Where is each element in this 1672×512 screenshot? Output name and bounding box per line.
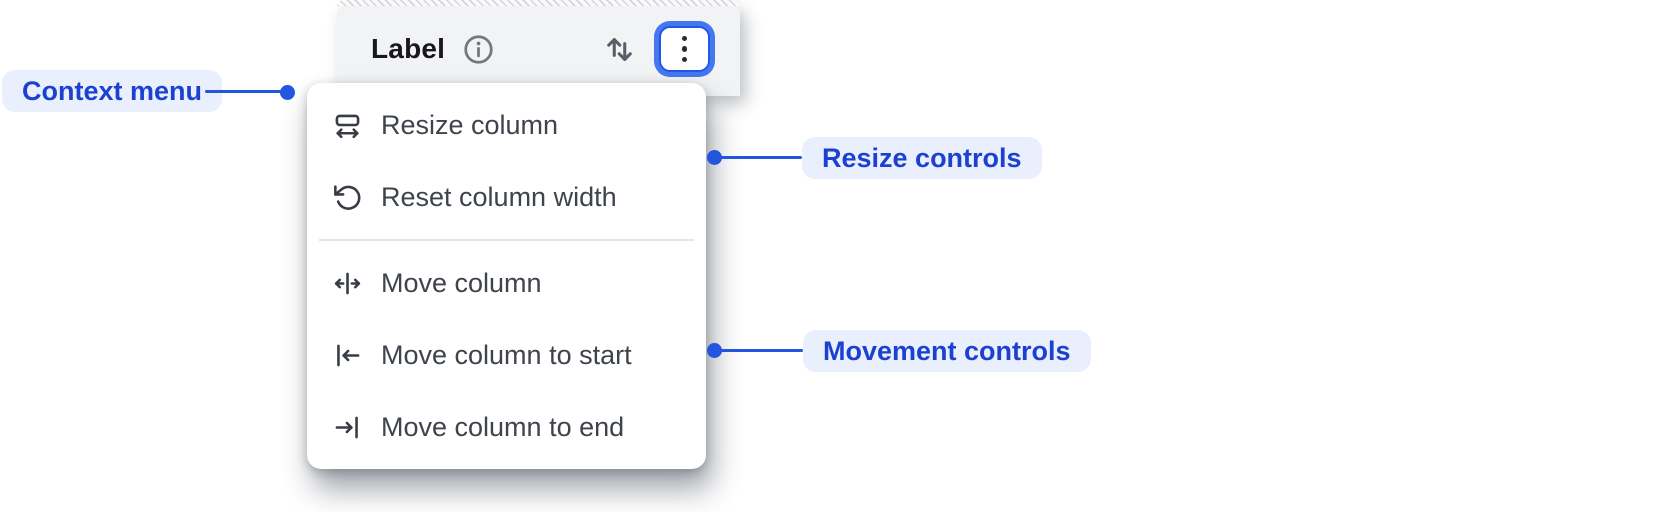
callout-line	[716, 156, 802, 159]
menu-item-label: Reset column width	[381, 181, 617, 212]
move-to-end-icon	[331, 412, 363, 443]
menu-item-resize-column[interactable]: Resize column	[307, 89, 706, 161]
clipped-edge-hatch	[337, 0, 740, 6]
callout-line	[205, 90, 282, 93]
menu-divider	[319, 239, 694, 241]
move-to-start-icon	[331, 340, 363, 371]
menu-item-move-column-to-start[interactable]: Move column to start	[307, 319, 706, 391]
callout-dot	[280, 85, 295, 100]
column-menu-button[interactable]	[659, 26, 710, 72]
callout-line	[716, 349, 803, 352]
callout-movement-controls: Movement controls	[803, 330, 1091, 372]
move-horizontal-icon	[331, 268, 363, 299]
column-header: Label	[337, 0, 740, 96]
menu-item-move-column[interactable]: Move column	[307, 247, 706, 319]
menu-item-move-column-to-end[interactable]: Move column to end	[307, 391, 706, 463]
menu-item-label: Resize column	[381, 109, 559, 140]
menu-item-label: Move column to end	[381, 411, 625, 442]
callout-resize-controls: Resize controls	[802, 137, 1042, 179]
callout-dot	[707, 150, 722, 165]
menu-item-reset-column-width[interactable]: Reset column width	[307, 161, 706, 233]
menu-item-label: Move column	[381, 267, 542, 298]
callout-dot	[707, 343, 722, 358]
info-icon[interactable]	[462, 33, 495, 66]
sort-arrows-icon[interactable]	[601, 31, 638, 68]
column-title: Label	[371, 33, 446, 64]
menu-item-label: Move column to start	[381, 339, 632, 370]
callout-context-menu: Context menu	[2, 70, 223, 112]
column-header-row: Label	[337, 2, 740, 96]
column-resize-icon	[331, 110, 363, 141]
rotate-ccw-icon	[331, 182, 363, 213]
kebab-menu-icon	[681, 35, 688, 42]
